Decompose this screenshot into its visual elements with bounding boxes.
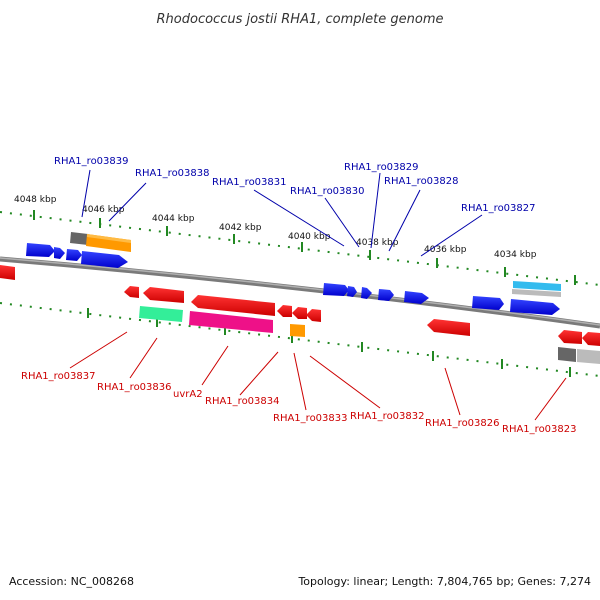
gene-arrow-reverse xyxy=(0,265,15,280)
gene-grey-block xyxy=(558,347,576,362)
gene-arrow-forward xyxy=(378,289,394,301)
gene-label: RHA1_ro03836 xyxy=(97,382,172,393)
gene-grey-block xyxy=(577,349,600,364)
gene-label: RHA1_ro03826 xyxy=(425,418,500,429)
ruler-labels: 4048 kbp 4046 kbp 4044 kbp 4042 kbp 4040… xyxy=(14,195,537,260)
ruler-label: 4048 kbp xyxy=(14,195,57,205)
gene-arrow-forward xyxy=(472,296,504,310)
gene-cyan-block xyxy=(513,281,561,291)
gene-label: RHA1_ro03833 xyxy=(273,413,348,424)
ruler-label: 4038 kbp xyxy=(356,238,399,248)
gene-label: RHA1_ro03823 xyxy=(502,424,577,435)
gene-arrow-reverse xyxy=(143,287,184,303)
map-title: Rhodococcus jostii RHA1, complete genome xyxy=(157,12,444,27)
gene-label: RHA1_ro03834 xyxy=(205,396,280,407)
top-gene-labels: RHA1_ro03839 RHA1_ro03838 RHA1_ro03831 R… xyxy=(54,156,536,257)
gene-label: RHA1_ro03831 xyxy=(212,177,287,188)
gene-arrow-forward xyxy=(361,287,372,299)
upper-ruler xyxy=(0,210,600,286)
gene-label: RHA1_ro03829 xyxy=(344,162,419,173)
ruler-label: 4036 kbp xyxy=(424,245,467,255)
reverse-genes xyxy=(0,265,600,364)
gene-arrow-reverse xyxy=(191,295,275,316)
ruler-label: 4034 kbp xyxy=(494,250,537,260)
gene-label: RHA1_ro03828 xyxy=(384,176,459,187)
gene-arrow-forward xyxy=(404,291,429,304)
gene-magenta-block xyxy=(189,311,273,333)
gene-arrow-forward xyxy=(323,283,349,296)
accession-text: Accession: NC_008268 xyxy=(9,575,134,588)
gene-label: RHA1_ro03838 xyxy=(135,168,210,179)
bottom-gene-labels: RHA1_ro03837 RHA1_ro03836 uvrA2 RHA1_ro0… xyxy=(21,331,577,435)
topology-text: Topology: linear; Length: 7,804,765 bp; … xyxy=(297,575,591,588)
gene-label: RHA1_ro03839 xyxy=(54,156,129,167)
gene-arrow-reverse xyxy=(124,286,139,298)
gene-arrow-forward xyxy=(81,251,128,268)
gene-arrow-reverse xyxy=(558,330,582,344)
gene-arrow-forward xyxy=(54,247,65,259)
gene-arrow-forward xyxy=(347,286,357,297)
gene-label: RHA1_ro03830 xyxy=(290,186,365,197)
gene-label: RHA1_ro03827 xyxy=(461,203,536,214)
gene-label: RHA1_ro03832 xyxy=(350,411,425,422)
gene-arrow-forward xyxy=(26,243,55,257)
gene-orange-block xyxy=(290,324,305,337)
upper-ruler-major-ticks xyxy=(33,210,576,285)
gene-arrow-reverse xyxy=(277,305,292,317)
gene-label: RHA1_ro03837 xyxy=(21,371,96,382)
gene-arrow-reverse xyxy=(292,307,307,319)
gene-arrow-reverse xyxy=(582,332,600,346)
forward-genes xyxy=(26,232,561,315)
gene-grey-block xyxy=(70,232,88,245)
gene-arrow-reverse xyxy=(427,319,470,336)
ruler-label: 4042 kbp xyxy=(219,223,262,233)
ruler-label: 4040 kbp xyxy=(288,232,331,242)
gene-teal-block xyxy=(139,306,183,322)
genome-backbone xyxy=(0,256,600,329)
gene-label: uvrA2 xyxy=(173,389,203,400)
gene-arrow-forward xyxy=(510,299,560,315)
ruler-label: 4046 kbp xyxy=(82,205,125,215)
gene-grey-block xyxy=(512,289,561,297)
gene-arrow-reverse xyxy=(306,309,321,322)
gene-arrow-forward xyxy=(66,249,82,261)
ruler-label: 4044 kbp xyxy=(152,214,195,224)
